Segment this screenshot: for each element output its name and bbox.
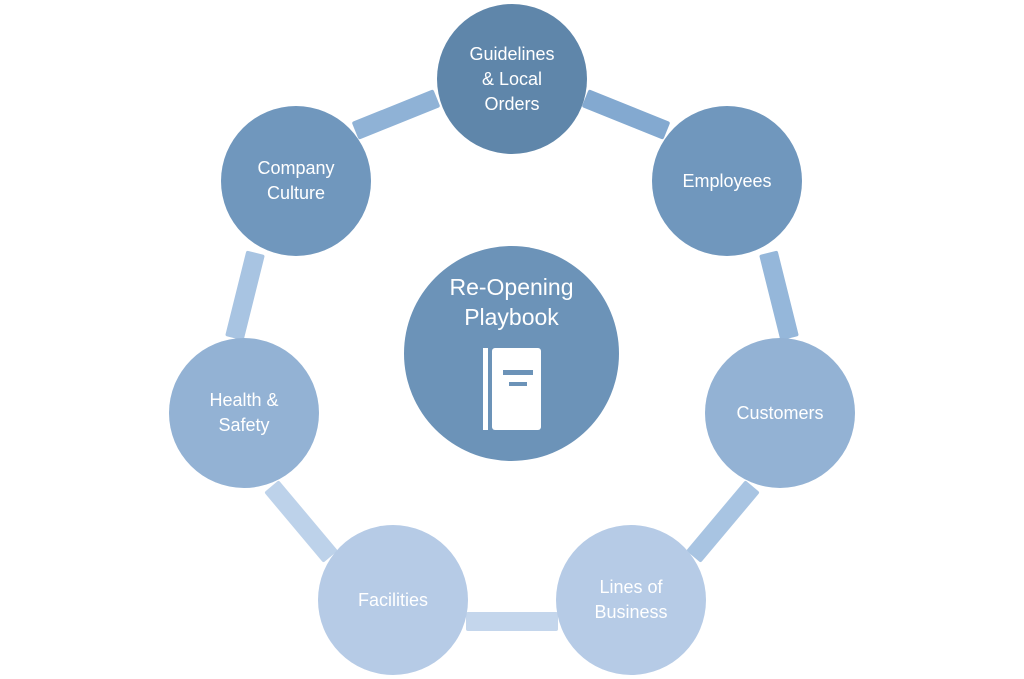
node-health-safety: Health & Safety — [169, 338, 319, 488]
node-facilities: Facilities — [318, 525, 468, 675]
connector-health-culture — [225, 250, 265, 341]
node-label: Employees — [682, 170, 772, 191]
connector-lines-facilities — [466, 612, 558, 631]
node-label: Customers — [736, 402, 824, 423]
node-label: Company Culture — [257, 158, 335, 203]
center-title: Re-Opening Playbook — [449, 273, 574, 330]
connector-employees-customers — [759, 250, 799, 341]
node-company-culture: Company Culture — [221, 106, 371, 256]
node-employees: Employees — [652, 106, 802, 256]
node-label: Health & Safety — [209, 390, 279, 435]
node-guidelines-local-orders: Guidelines & Local Orders — [437, 4, 587, 154]
node-label: Guidelines & Local Orders — [469, 43, 555, 114]
node-customers: Customers — [705, 338, 855, 488]
node-label: Facilities — [357, 589, 428, 610]
connector-customers-lines — [686, 480, 760, 563]
center-node-reopening-playbook: Re-Opening Playbook — [404, 246, 619, 461]
node-label: Lines of Business — [594, 577, 668, 622]
connector-facilities-health — [264, 480, 338, 563]
node-lines-of-business: Lines of Business — [556, 525, 706, 675]
connector-culture-guidelines — [351, 89, 441, 140]
book-icon — [482, 347, 541, 430]
connector-guidelines-employees — [581, 89, 671, 140]
